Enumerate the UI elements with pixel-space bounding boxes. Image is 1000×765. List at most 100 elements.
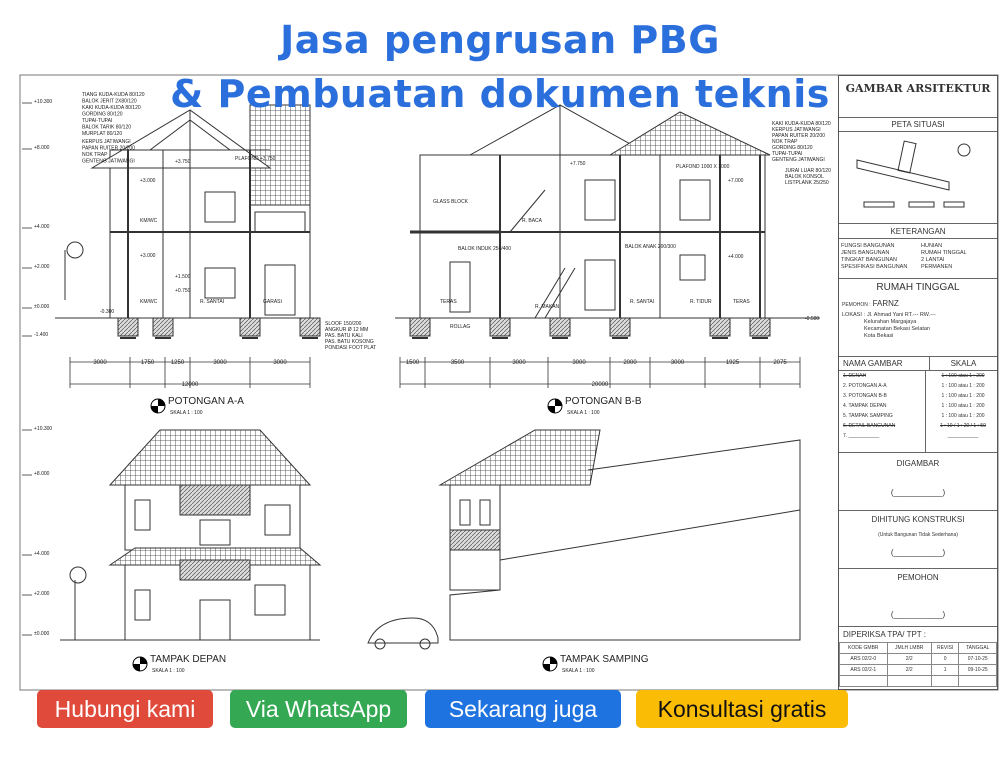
note-key: TINGKAT BANGUNAN — [841, 257, 898, 263]
sheet-name: 7. ___________ — [843, 433, 880, 439]
section-marker-fill — [548, 399, 562, 413]
view-title: TAMPAK SAMPING — [560, 654, 649, 665]
room-label: BALOK INDUK 250/400 — [458, 246, 511, 252]
now-button[interactable]: Sekarang juga — [425, 690, 621, 728]
annotation: JURAI LUAR 80/120 — [785, 168, 831, 174]
room-label: +3.000 — [140, 178, 156, 184]
view-title: TAMPAK DEPAN — [150, 654, 226, 665]
room-label: R. SANTAI — [200, 299, 224, 305]
site-plan-label: PETA SITUASI — [839, 118, 997, 132]
level-label: +10.300 — [34, 99, 52, 105]
sheet-name: 1. DENAH — [843, 373, 867, 379]
section-marker-fill — [133, 657, 147, 671]
annotation: GORDING 80/120 — [82, 112, 123, 118]
headline-line-2: & Pembuatan dokumen teknis — [170, 72, 830, 116]
level-label: +10.300 — [34, 426, 52, 432]
annotation: ANGKUR Ø 12 MM — [325, 327, 368, 333]
calculated-by-label: DIHITUNG KONSTRUKSI — [871, 515, 965, 524]
room-label: KM/WC — [140, 218, 158, 224]
dimension-label: 1250 — [171, 360, 185, 366]
level-label: +2.000 — [34, 591, 50, 597]
owner-label: PEMOHON : — [842, 302, 871, 308]
annotation: LISTPLANK 25/250 — [785, 180, 829, 186]
footing — [152, 317, 174, 337]
annotation: PAS. BATU KALI — [325, 333, 363, 339]
room-label: -0.300 — [100, 309, 114, 315]
project-info: RUMAH TINGGAL PEMOHON : FARNZ LOKASI: Jl… — [839, 279, 997, 357]
checked-label: DIPERIKSA TPA/ TPT : — [843, 630, 926, 639]
north-arrow-icon — [957, 143, 971, 157]
footing — [609, 317, 631, 337]
annotation: SLOOF 150/200 — [325, 321, 362, 327]
level-label: +4.000 — [34, 224, 50, 230]
footing — [299, 317, 321, 337]
sheet-scale: 1 : 100 atau 1 : 200 — [941, 403, 985, 409]
annotation: KAKI KUDA-KUDA 80/120 — [82, 105, 141, 111]
calculated-by: DIHITUNG KONSTRUKSI (Untuk Bangunan Tida… — [839, 511, 997, 569]
footing — [409, 317, 431, 337]
owner-name: FARNZ — [872, 299, 899, 308]
revision-cell: ARS 02/2-1 — [839, 664, 888, 676]
room-label: +3.000 — [140, 253, 156, 259]
room-label: +3.750 — [175, 159, 191, 165]
footing — [489, 317, 511, 337]
room-label: R. TIDUR — [690, 299, 712, 305]
dimension-label: 2075 — [773, 360, 787, 366]
section-marker-fill — [151, 399, 165, 413]
annotation: GORDING 80/120 — [772, 145, 813, 151]
room-label: +7.750 — [570, 161, 586, 167]
view-title: POTONGAN A-A — [168, 396, 244, 407]
revision-cell: 0 — [930, 653, 960, 665]
footing — [549, 317, 571, 337]
room-label: ROLLAG — [450, 324, 470, 330]
note-key: SPESIFIKASI BANGUNAN — [841, 264, 908, 270]
free-consultation-button[interactable]: Konsultasi gratis — [636, 690, 848, 728]
sheet-scale: 1 : 10 / 1 : 20 / 1 : 50 — [940, 423, 986, 429]
note-value: HUNIAN — [921, 243, 943, 249]
footing — [709, 317, 731, 337]
sheet-name: 4. TAMPAK DEPAN — [843, 403, 887, 409]
room-label: GARASI — [263, 299, 282, 305]
room-label: R. BACA — [522, 218, 543, 224]
room-label: GLASS BLOCK — [433, 199, 469, 205]
room-label: +0.750 — [175, 288, 191, 294]
whatsapp-button[interactable]: Via WhatsApp — [230, 690, 407, 728]
level-markers: +10.300+8.000+4.000+2.000±0.000-1.400+10… — [22, 99, 52, 637]
sheet-list-header: NAMA GAMBAR SKALA — [839, 357, 997, 371]
room-label: PLAFOND +3.750 — [235, 156, 276, 162]
sheet-name: 3. POTONGAN B-B — [843, 393, 887, 399]
drawn-by-label: DIGAMBAR — [896, 459, 940, 468]
view-scale: SKALA 1 : 100 — [562, 668, 595, 674]
dimension-total: 20000 — [592, 382, 609, 388]
sheet-scale: 1 : 100 atau 1 : 200 — [941, 383, 985, 389]
note-value: RUMAH TINGGAL — [921, 250, 967, 256]
dimension-label: 1925 — [726, 360, 740, 366]
title-block: GAMBAR ARSITEKTUR PETA SITUASI KETERANGA… — [838, 75, 998, 690]
section-b-b — [395, 104, 820, 339]
revision-cell: 07-10-25 — [958, 653, 997, 665]
applicant-signature: (___________) — [890, 610, 946, 619]
location-address: : Jl. Ahmad Yani RT.--- RW.---Kelurahan … — [864, 312, 936, 340]
annotation: KERPUS JATIWANGI — [772, 127, 821, 133]
location-line: Kecamatan Bekasi Selatan — [864, 326, 931, 332]
calculated-by-signature: (___________) — [890, 548, 946, 557]
contact-us-button[interactable]: Hubungi kami — [37, 690, 213, 728]
dimension-label: 3000 — [213, 360, 227, 366]
sheet-name: 6. DETAIL BANGUNAN — [843, 423, 896, 429]
drawn-by-signature: (___________) — [890, 488, 946, 497]
note-value: 2 LANTAI — [921, 257, 945, 263]
location-line: Kelurahan Margajaya — [864, 319, 917, 325]
room-label: +7.000 — [728, 178, 744, 184]
annotation: KAKI KUDA-KUDA 80/120 — [772, 121, 831, 127]
